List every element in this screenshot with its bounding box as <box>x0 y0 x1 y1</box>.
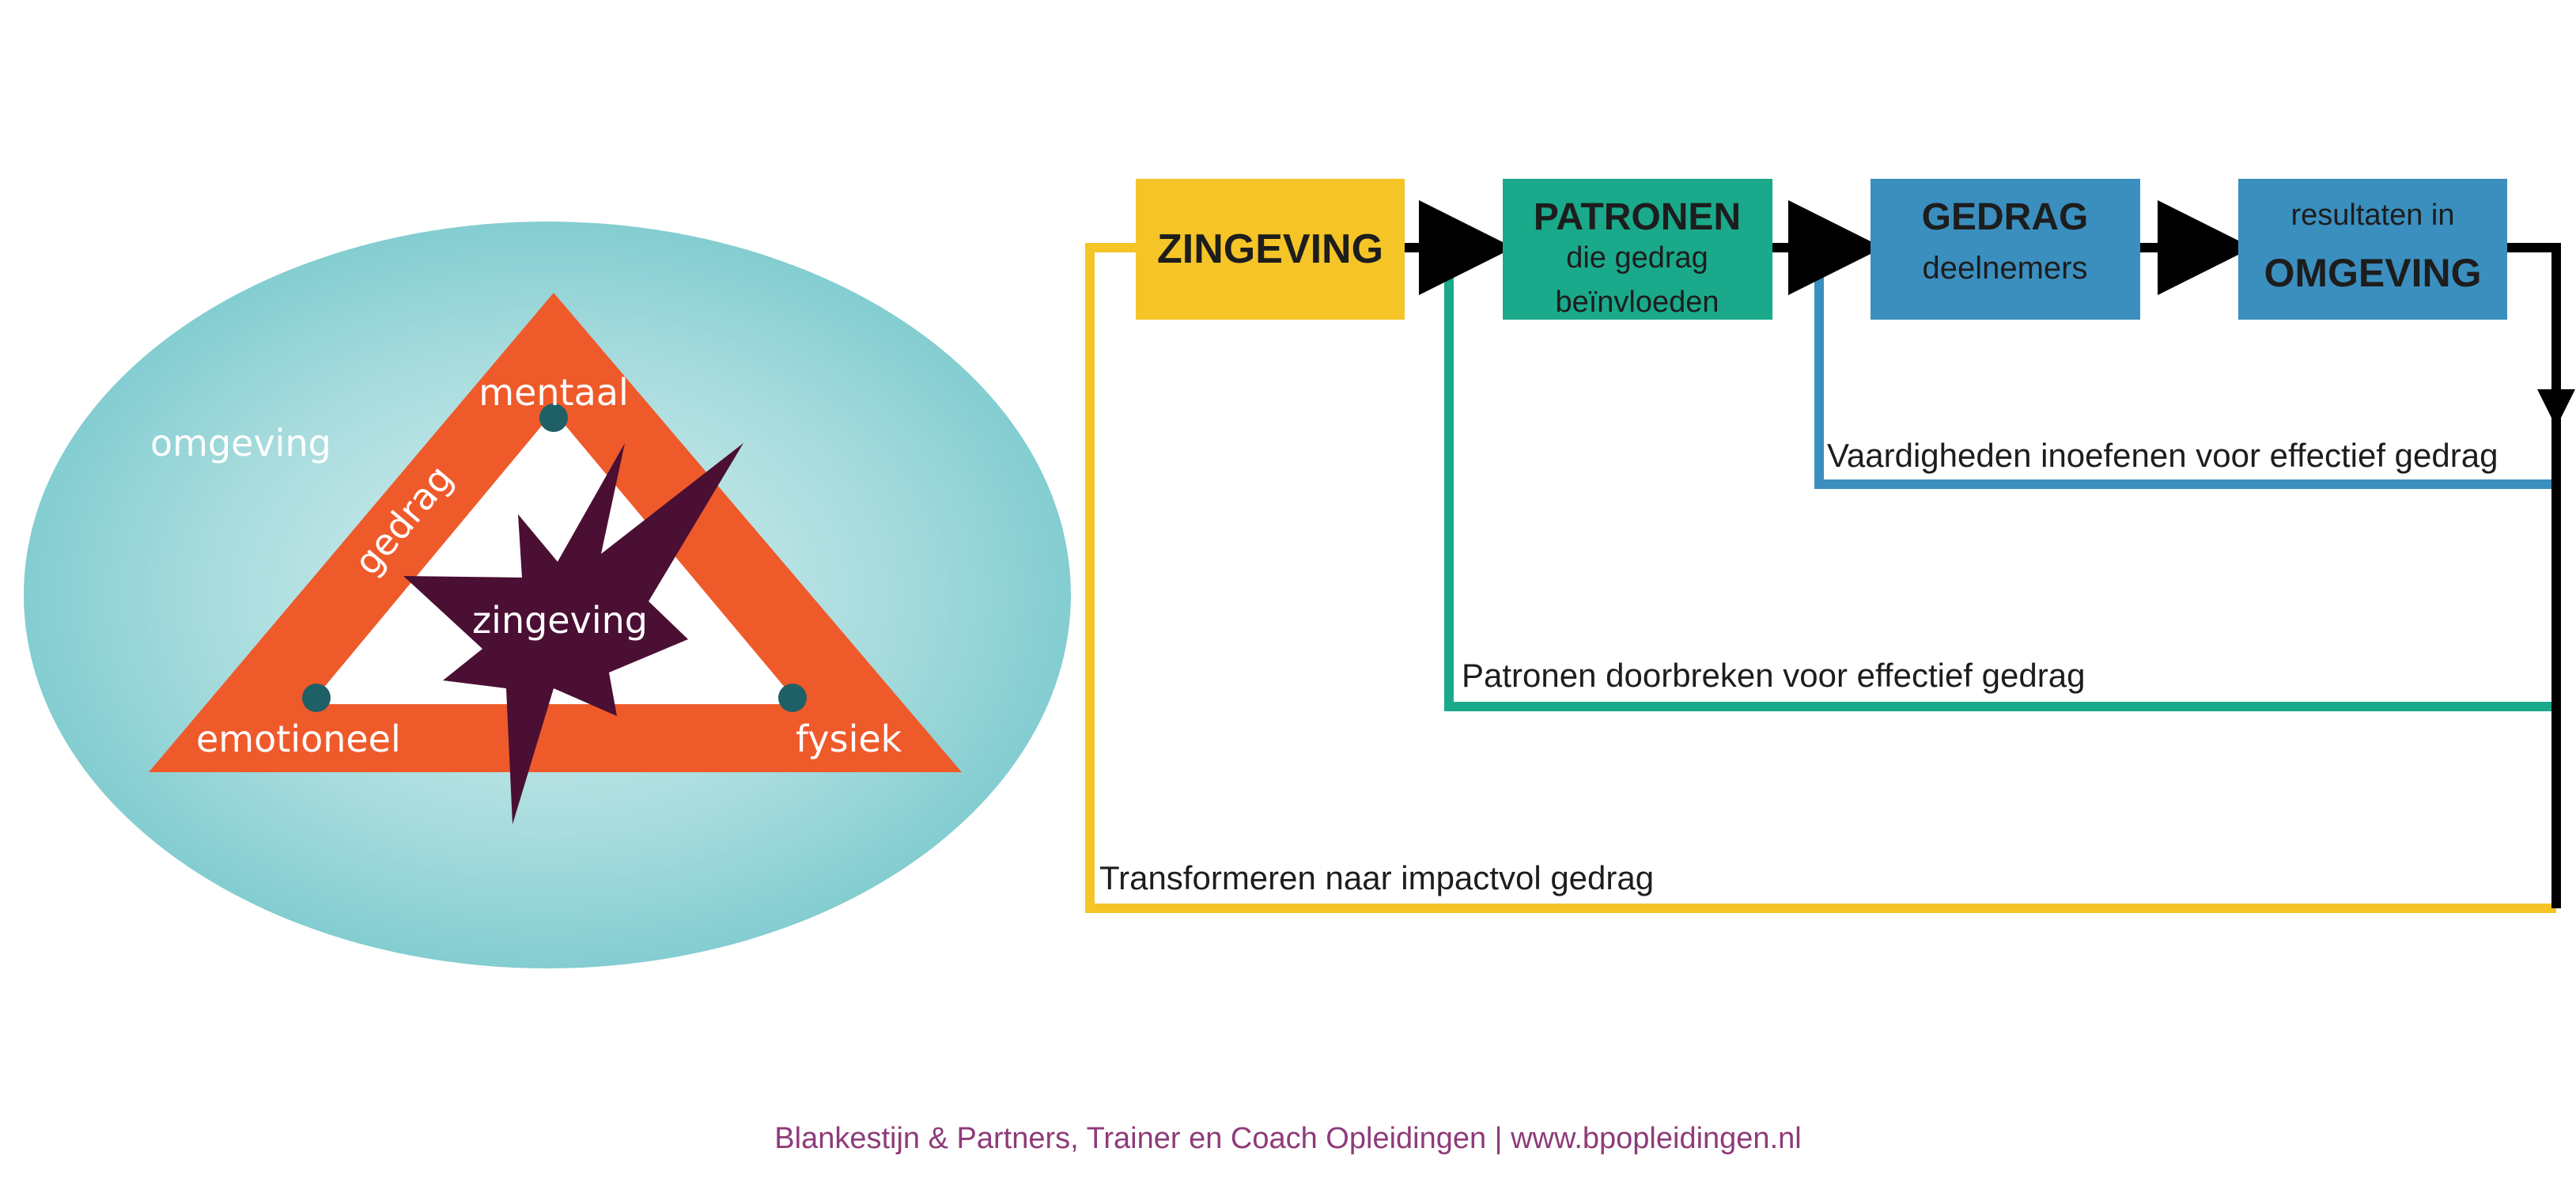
loop-green-line <box>1444 248 2556 711</box>
corner-dot-top <box>539 404 568 432</box>
box3-title: GEDRAG <box>1922 196 2089 238</box>
box2-sub1: die gedrag <box>1566 241 1708 275</box>
center-label: zingeving <box>472 599 648 642</box>
box3-sub: deelnemers <box>1922 251 2087 286</box>
box-omgeving <box>2238 179 2507 320</box>
footer-credit: Blankestijn & Partners, Trainer en Coach… <box>774 1122 1802 1155</box>
loop-blue-label: Vaardigheden inoefenen voor effectief ge… <box>1827 437 2498 474</box>
corner-dot-right <box>778 684 807 712</box>
return-arrowhead <box>2537 389 2575 427</box>
box-zingeving <box>1136 179 1405 320</box>
corner-label-top: mentaal <box>479 371 628 414</box>
loop-yellow-line <box>1085 243 2556 913</box>
box-patronen <box>1503 179 1772 320</box>
box1-title: ZINGEVING <box>1157 226 1383 272</box>
return-line <box>2507 243 2561 908</box>
environment-label: omgeving <box>150 422 331 464</box>
box4-pre: resultaten in <box>2290 199 2454 232</box>
loop-blue-line <box>1814 248 2556 489</box>
box2-sub2: beïnvloeden <box>1555 286 1719 319</box>
loop-green-label: Patronen doorbreken voor effectief gedra… <box>1462 657 2085 694</box>
corner-label-right: fysiek <box>796 718 902 760</box>
box2-title: PATRONEN <box>1534 196 1741 238</box>
loop-yellow-label: Transformeren naar impactvol gedrag <box>1099 859 1654 896</box>
corner-dot-left <box>302 684 331 712</box>
center-star <box>403 443 743 824</box>
box4-title: OMGEVING <box>2264 251 2481 295</box>
box-gedrag <box>1871 179 2140 320</box>
corner-label-left: emotioneel <box>196 718 401 760</box>
